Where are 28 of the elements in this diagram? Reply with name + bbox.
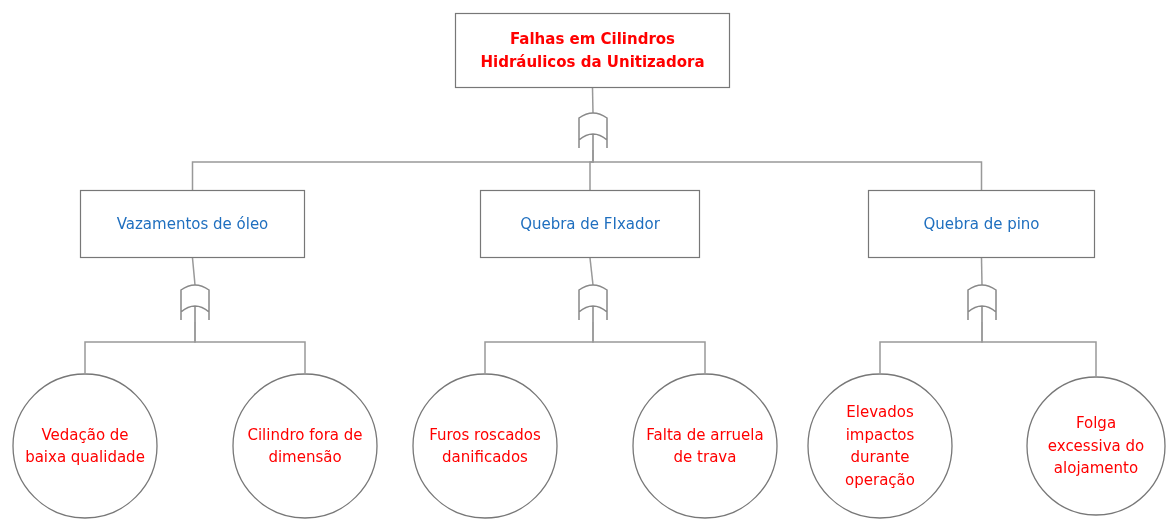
event-circle: [232, 373, 378, 519]
connector-line: [981, 321, 1097, 377]
event-label: Elevados impactos durante operação: [844, 402, 916, 491]
event-label: Furos roscados danificados: [428, 424, 542, 468]
event-box: [868, 190, 1095, 258]
event-box: [80, 190, 305, 258]
event-label: Falhas em Cilindros Hidráulicos da Unitizadora: [479, 29, 706, 73]
event-label: Vazamentos de óleo: [116, 213, 269, 235]
connector-line: [589, 257, 594, 286]
event-box: [455, 13, 730, 88]
connector-line: [191, 257, 196, 286]
event-label: Vedação de baixa qualidade: [24, 424, 146, 468]
connector-line: [592, 149, 983, 191]
connector-line: [592, 321, 706, 374]
connector-line: [980, 257, 983, 286]
event-label: Folga excessiva do alojamento: [1046, 413, 1146, 480]
connector-line: [591, 87, 594, 114]
event-circle: [12, 373, 158, 519]
event-circle: [412, 373, 558, 519]
event-label: Cilindro fora de dimensão: [246, 424, 364, 468]
event-circle: [1026, 376, 1166, 516]
connector-line: [194, 321, 306, 374]
event-circle: [807, 373, 953, 519]
event-label: Quebra de FIxador: [520, 213, 660, 235]
event-circle: [632, 373, 778, 519]
event-box: [480, 190, 700, 258]
event-label: Falta de arruela de trava: [645, 424, 765, 468]
event-label: Quebra de pino: [923, 213, 1040, 235]
